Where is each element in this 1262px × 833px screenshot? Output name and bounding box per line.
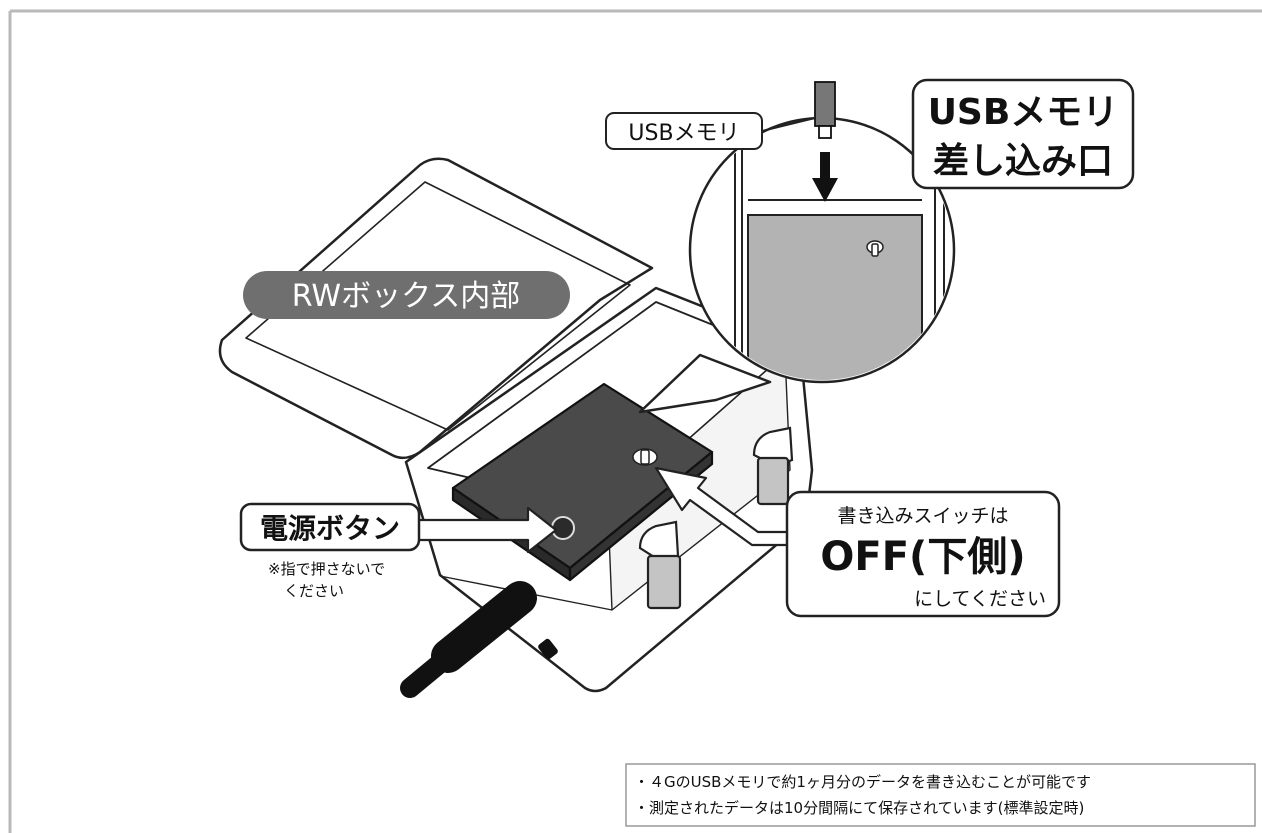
latch-lower bbox=[638, 520, 682, 610]
usb-slot-text-line1: USBメモリ bbox=[928, 92, 1119, 133]
outer-frame bbox=[8, 9, 1262, 833]
power-note-line2: ください bbox=[284, 582, 344, 600]
write-switch-arrow bbox=[654, 466, 792, 547]
usb-slot-text-line2: 差し込み口 bbox=[933, 141, 1113, 182]
usb-memory-label: USBメモリ bbox=[605, 112, 763, 150]
usb-stick-icon bbox=[814, 81, 836, 139]
notes-box: ・４GのUSBメモリで約1ヶ月分のデータを書き込むことが可能です ・測定されたデ… bbox=[625, 763, 1256, 827]
write-switch-graphic bbox=[632, 448, 658, 466]
power-button-arrow bbox=[416, 506, 558, 554]
write-switch-text-line1: 書き込みスイッチは bbox=[837, 505, 1008, 527]
usb-memory-text: USBメモリ bbox=[628, 121, 739, 146]
note-line-2: ・測定されたデータは10分間隔にて保存されています(標準設定時) bbox=[634, 799, 1084, 817]
power-note-line1: ※指で押さないで bbox=[268, 560, 385, 578]
power-cable-icon bbox=[400, 581, 558, 698]
power-button-graphic bbox=[551, 516, 575, 540]
latch-upper bbox=[752, 426, 794, 506]
note-line-1: ・４GのUSBメモリで約1ヶ月分のデータを書き込むことが可能です bbox=[634, 773, 1091, 791]
write-switch-text-line2: OFF(下側) bbox=[820, 534, 1025, 580]
insert-arrow-icon bbox=[812, 152, 838, 202]
write-switch-text-line3: にしてください bbox=[914, 588, 1046, 610]
power-button-label: 電源ボタン bbox=[239, 502, 421, 552]
write-switch-label: 書き込みスイッチは OFF(下側) にしてください bbox=[785, 490, 1061, 618]
usb-slot-label: USBメモリ 差し込み口 bbox=[911, 78, 1135, 190]
power-button-text: 電源ボタン bbox=[260, 512, 400, 545]
rw-box-interior-label: RWボックス内部 bbox=[243, 271, 570, 319]
rw-box-interior-text: RWボックス内部 bbox=[292, 279, 520, 314]
